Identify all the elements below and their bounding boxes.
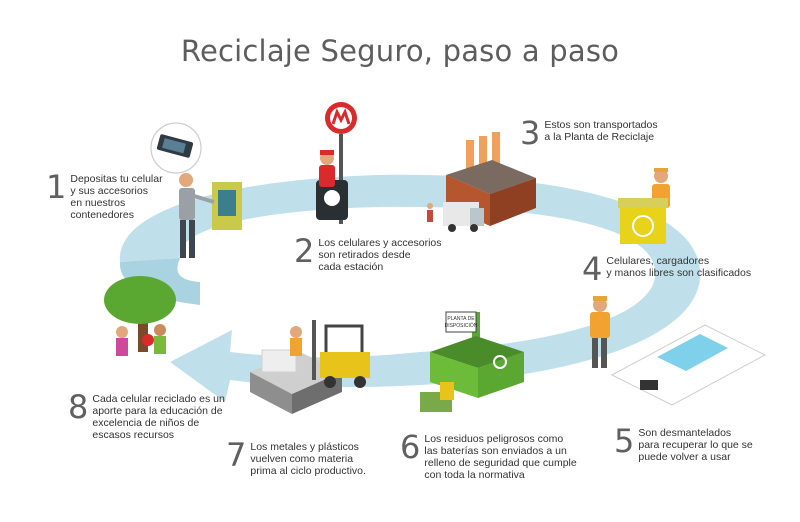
step-5: 5 Son desmantelados para recuperar lo qu… (614, 422, 753, 463)
arrow-ring (119, 174, 701, 402)
step-3-number: 3 (520, 114, 541, 152)
step-4: 4 Celulares, cargadores y manos libres s… (582, 250, 752, 288)
tree-trunk (138, 312, 148, 352)
step-2: 2 Los celulares y accesorios son retirad… (294, 232, 442, 273)
step-1-illustration (150, 122, 242, 258)
phone-screen (657, 334, 728, 371)
child-boy (154, 336, 166, 354)
step-8-text: Cada celular reciclado es un aporte para… (92, 393, 225, 441)
step-7-illustration (250, 320, 370, 414)
ball (142, 334, 154, 346)
step-8: 8 Cada celular reciclado es un aporte pa… (68, 388, 225, 441)
plastic-blocks (261, 349, 297, 373)
step-2-number: 2 (294, 232, 315, 270)
chip (640, 380, 658, 390)
plant-sign-line-1: PLANTA DE (447, 316, 475, 322)
step-2-illustration (316, 102, 357, 224)
step-1-number: 1 (46, 168, 67, 206)
step-4-text: Celulares, cargadores y manos libres son… (606, 255, 752, 279)
step-5-text: Son desmantelados para recuperar lo que … (638, 427, 753, 463)
step-4-number: 4 (582, 250, 603, 288)
step-1: 1 Depositas tu celular y sus accesorios … (46, 168, 163, 221)
step-7-number: 7 (226, 436, 247, 474)
sorting-bin (620, 208, 666, 244)
disposal-plant (430, 352, 478, 398)
metal-stack (250, 372, 292, 414)
step-6-illustration: PLANTA DE DISPOSICIÓN (420, 311, 524, 412)
forklift (324, 324, 364, 356)
step-6-text: Los residuos peligrosos como las batería… (424, 433, 577, 481)
step-6-number: 6 (400, 428, 421, 466)
step-7-text: Los metales y plásticos vuelven como mat… (250, 441, 366, 477)
step-5-illustration (590, 296, 767, 406)
page-title: Reciclaje Seguro, paso a paso (180, 34, 620, 68)
recycle-icon (632, 215, 654, 237)
tree (104, 276, 176, 324)
step-2-text: Los celulares y accesorios son retirados… (318, 237, 442, 273)
step-4-illustration (618, 168, 670, 244)
person-head (179, 173, 193, 187)
step-3: 3 Estos son transportados a la Planta de… (520, 114, 658, 152)
step-6: 6 Los residuos peligrosos como las bater… (400, 428, 577, 481)
step-5-number: 5 (614, 422, 635, 460)
child-girl (116, 338, 128, 356)
cycle-arrow (119, 174, 701, 402)
step-8-illustration (104, 276, 176, 356)
plant-sign (445, 311, 477, 333)
step-3-text: Estos son transportados a la Planta de R… (544, 119, 658, 143)
step-3-illustration (427, 132, 536, 232)
plant-sign-line-2: DISPOSICIÓN (445, 322, 478, 329)
step-1-text: Depositas tu celular y sus accesorios en… (70, 173, 163, 221)
step-7: 7 Los metales y plásticos vuelven como m… (226, 436, 366, 477)
step-8-number: 8 (68, 388, 89, 426)
